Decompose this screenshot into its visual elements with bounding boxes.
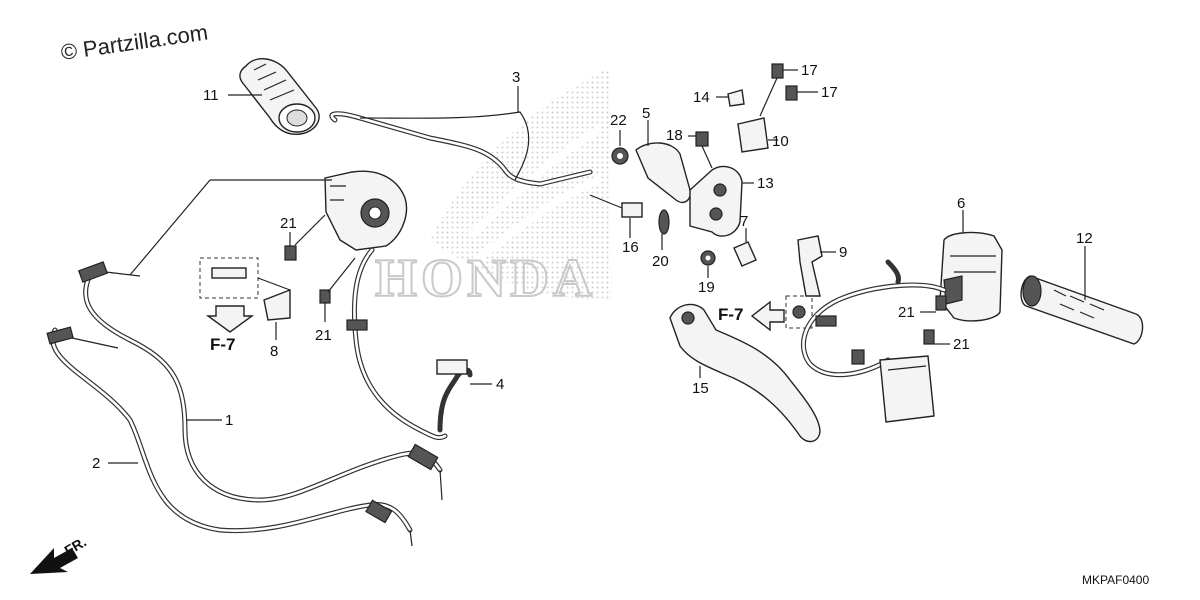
clutch-lever-15-part: 15 (669, 303, 821, 443)
reference-right-group: F-7 (718, 295, 813, 332)
callout-8: 8 (270, 343, 278, 360)
callout-11: 11 (203, 87, 219, 104)
callout-21-b: 21 (315, 327, 332, 344)
brand-wing-logo: HONDA (374, 68, 612, 309)
lever-icon (669, 303, 821, 443)
front-direction-indicator: FR. (30, 533, 89, 574)
callout-3: 3 (512, 69, 520, 86)
callout-1: 1 (225, 412, 233, 429)
bracket-9-part: 9 (797, 235, 847, 297)
bolt-21-left-part: 21 21 (280, 214, 356, 344)
callout-17-b: 17 (821, 84, 838, 101)
reference-label-right: F-7 (718, 305, 744, 324)
throttle-housing-icon (324, 170, 408, 251)
right-grip-12-part: 12 (1020, 230, 1144, 345)
watermark-text: © Partzilla.com (59, 20, 209, 65)
right-harness-part (800, 259, 947, 423)
holder-10-part: 10 (737, 117, 789, 153)
wire-harness-part: 4 (346, 247, 504, 441)
callout-19: 19 (698, 279, 715, 296)
callout-12: 12 (1076, 230, 1093, 247)
callout-5: 5 (642, 105, 650, 122)
callout-20: 20 (652, 253, 669, 270)
switch-7-part: 7 (733, 213, 757, 267)
nut-19-part: 19 (698, 250, 716, 296)
clip-14-part: 14 (693, 89, 745, 107)
right-switch-6-part: 6 (939, 195, 1003, 322)
lever-bracket-13-part: 13 (689, 165, 774, 237)
nut-22-part: 22 (610, 112, 629, 165)
diagram-code: MKPAF0400 (1082, 573, 1149, 587)
callout-14: 14 (693, 89, 710, 106)
adjuster-16-part: 16 (589, 194, 643, 256)
clutch-cable-part: 3 (329, 69, 593, 187)
screw-17-top-part: 17 (759, 62, 818, 117)
callout-6: 6 (957, 195, 965, 212)
callout-21-c: 21 (898, 304, 915, 321)
callout-16: 16 (622, 239, 639, 256)
bolt-icon (284, 214, 326, 261)
lever-cover-5-part: 5 (635, 105, 691, 204)
callout-2: 2 (92, 455, 100, 472)
callout-15: 15 (692, 380, 709, 397)
callout-21-d: 21 (953, 336, 970, 353)
callout-10: 10 (772, 133, 789, 150)
arrow-icon (205, 305, 255, 333)
arrow-icon (750, 300, 785, 332)
grip-icon (239, 58, 320, 135)
gear-20-part: 20 (652, 209, 670, 270)
bracket-8-part: 8 F-7 (199, 257, 291, 360)
callout-13: 13 (757, 175, 774, 192)
brand-text: HONDA (375, 248, 596, 308)
cable-icon (46, 261, 443, 547)
screw-17-side-part: 17 (785, 84, 838, 101)
grip-icon (1020, 275, 1144, 345)
bolt-21-right-part: 21 21 (898, 295, 970, 353)
switch-icon (939, 231, 1003, 322)
reference-label-left: F-7 (210, 335, 236, 354)
callout-22: 22 (610, 112, 627, 129)
callout-17-a: 17 (801, 62, 818, 79)
callout-7: 7 (740, 213, 748, 230)
throttle-cables-part: 1 2 (46, 261, 443, 547)
callout-9: 9 (839, 244, 847, 261)
screw-18-part: 18 (666, 127, 713, 169)
arrow-icon (30, 548, 78, 574)
left-grip-part: 11 (203, 58, 320, 135)
callout-4: 4 (496, 376, 504, 393)
callout-18: 18 (666, 127, 683, 144)
throttle-housing-part (129, 170, 408, 276)
callout-21-a: 21 (280, 215, 297, 232)
